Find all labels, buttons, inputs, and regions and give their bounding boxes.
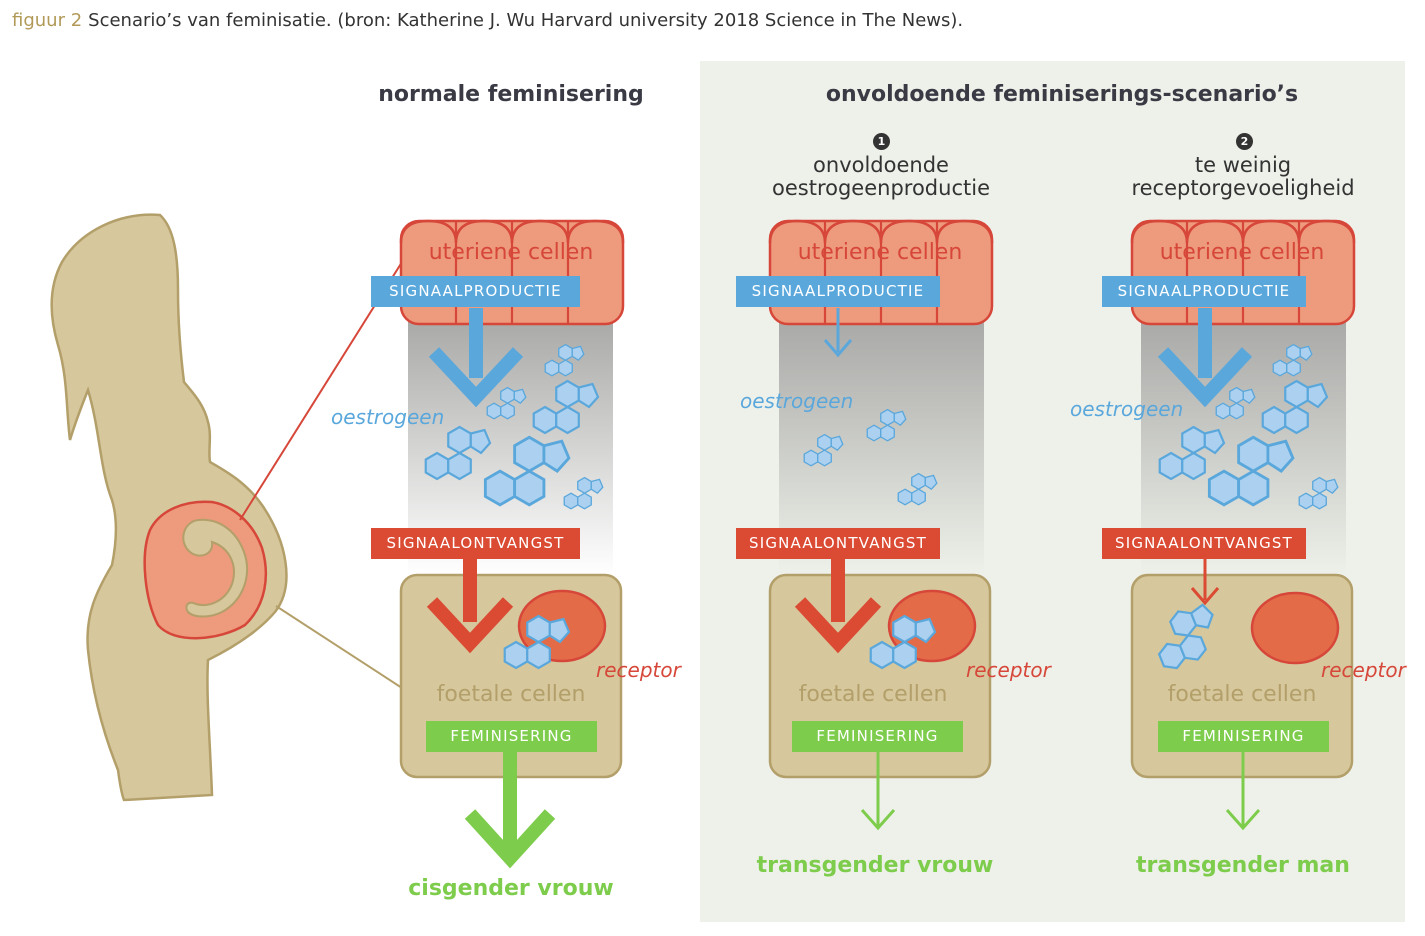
fetus-icon [182,518,248,618]
scenario-2-subtitle-line1: te weinig [1194,153,1292,177]
outcome-cisgender-woman: cisgender vrouw [408,876,614,901]
estrogen-label: oestrogeen [740,389,854,413]
figure-label: figuur 2 [12,10,83,31]
signal-production-tag: SIGNAALPRODUCTIE [371,276,580,307]
signal-reception-tag: SIGNAALONTVANGST [1102,528,1306,559]
signal-production-tag: SIGNAALPRODUCTIE [1102,276,1306,307]
fetal-cells-label: foetale cellen [798,682,948,707]
feminization-tag: FEMINISERING [792,721,963,752]
outcome-transgender-woman: transgender vrouw [756,853,994,878]
signal-reception-tag: SIGNAALONTVANGST [736,528,940,559]
pregnant-woman-silhouette [50,213,403,802]
outcome-transgender-man: transgender man [1136,853,1350,878]
fetal-cells-label: foetale cellen [1167,682,1317,707]
signal-production-tag: SIGNAALPRODUCTIE [736,276,940,307]
scenario-2-subtitle-line2: receptorgevoeligheid [1131,176,1355,200]
feminization-tag: FEMINISERING [1158,721,1329,752]
receptor-label: receptor [596,658,681,682]
scenario-1-subtitle-line1: onvoldoende [813,153,949,177]
receptor-label: receptor [966,658,1051,682]
header-normal: normale feminisering [378,82,644,107]
estrogen-label: oestrogeen [331,405,445,429]
fetal-cells-label: foetale cellen [436,682,586,707]
receptor-label: receptor [1321,658,1406,682]
figure-caption-text: Scenario’s van feminisatie. (bron: Kathe… [88,10,964,31]
header-insufficient: onvoldoende feminiserings-scenario’s [825,82,1299,107]
scenario-number-2: 2 [1236,133,1253,150]
signal-reception-tag: SIGNAALONTVANGST [371,528,580,559]
feminization-tag: FEMINISERING [426,721,597,752]
scenario-number-1: 1 [873,133,890,150]
scenario-1-subtitle-line2: oestrogeenproductie [772,176,990,200]
receptor-icon [1250,591,1340,665]
uterine-cells-label: uteriene cellen [797,240,963,265]
uterine-cells-label: uteriene cellen [428,240,594,265]
uterine-cells-label: uteriene cellen [1159,240,1325,265]
estrogen-label: oestrogeen [1070,397,1184,421]
